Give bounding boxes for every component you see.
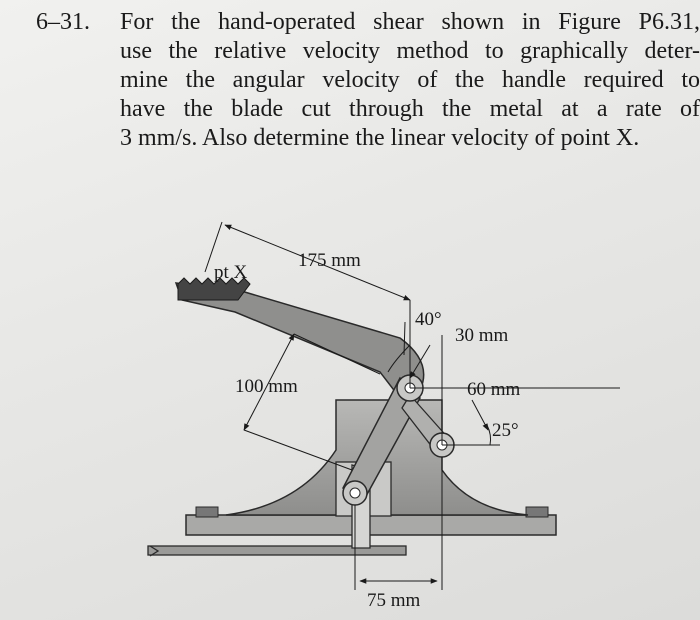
label-75mm: 75 mm: [367, 590, 421, 611]
label-40deg: 40°: [415, 309, 442, 330]
problem-line-2: use the relative velocity method to grap…: [120, 38, 700, 64]
label-25deg: 25°: [492, 420, 519, 441]
sheet-metal: [147, 545, 407, 557]
problem-line-3: mine the angular velocity of the handle …: [120, 67, 700, 93]
label-30mm: 30 mm: [455, 325, 509, 346]
problem-line-1: For the hand-operated shear shown in Fig…: [120, 9, 700, 35]
problem-text: For the hand-operated shear shown in Fig…: [120, 8, 700, 153]
dimension-labels: 175 mm pt X 40° 30 mm 100 mm 60 mm 25° 7…: [214, 250, 521, 611]
dimension-lines: [204, 221, 620, 590]
problem-line-4: have the blade cut through the metal at …: [120, 96, 700, 122]
label-60mm: 60 mm: [467, 379, 521, 400]
handle: [174, 277, 425, 399]
problem-line-5: 3 mm/s. Also determine the linear veloci…: [120, 125, 640, 151]
label-175mm: 175 mm: [298, 250, 361, 271]
label-pt-x: pt X: [214, 262, 248, 283]
problem-number: 6–31.: [36, 9, 90, 35]
label-100mm: 100 mm: [235, 376, 298, 397]
